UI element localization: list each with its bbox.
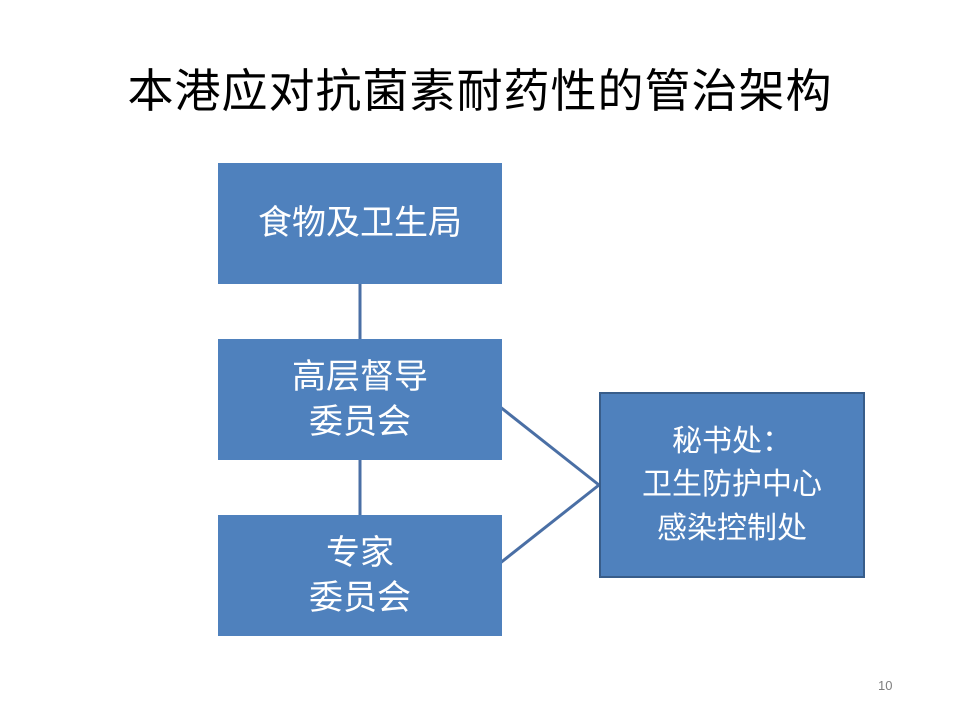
expert-committee-label-line1: 专家 — [326, 533, 394, 574]
secretariat-label-line3: 感染控制处 — [657, 510, 807, 546]
steering-committee-box: 高层督导 委员会 — [218, 339, 502, 460]
food-health-bureau-label: 食物及卫生局 — [258, 203, 462, 244]
expert-committee-label-line2: 委员会 — [309, 577, 411, 618]
steering-committee-label-line2: 委员会 — [309, 401, 411, 442]
secretariat-label-line1: 秘书处： — [672, 423, 792, 459]
connector-expert-sec — [484, 483, 600, 577]
food-health-bureau-box: 食物及卫生局 — [218, 163, 502, 284]
slide-title: 本港应对抗菌素耐药性的管治架构 — [127, 64, 833, 118]
page-number: 10 — [878, 678, 893, 693]
steering-committee-label-line1: 高层督导 — [292, 357, 428, 398]
connector-steer-sec — [484, 393, 600, 487]
secretariat-label-line2: 卫生防护中心 — [642, 467, 822, 503]
secretariat-box: 秘书处： 卫生防护中心 感染控制处 — [599, 392, 865, 578]
expert-committee-box: 专家 委员会 — [218, 515, 502, 636]
